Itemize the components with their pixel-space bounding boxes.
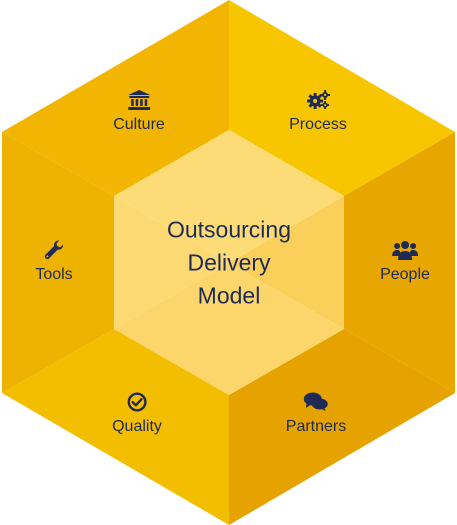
face-bottom-left bbox=[2, 329, 229, 525]
segment-label-tools: Tools bbox=[35, 266, 73, 283]
segment-culture: Culture bbox=[113, 90, 165, 134]
face-top-right bbox=[229, 0, 455, 196]
face-top-left bbox=[2, 0, 229, 196]
face-right bbox=[344, 132, 455, 393]
segment-process: Process bbox=[289, 90, 347, 134]
segment-label-quality: Quality bbox=[112, 418, 162, 435]
segment-label-process: Process bbox=[289, 116, 347, 133]
comments-icon bbox=[304, 392, 328, 411]
center-title-line-1: Outsourcing bbox=[166, 216, 291, 243]
check-circle-icon bbox=[127, 392, 147, 412]
center-face-left bbox=[114, 196, 229, 329]
face-bottom-right bbox=[229, 329, 455, 525]
segment-partners: Partners bbox=[286, 392, 346, 436]
segment-quality: Quality bbox=[112, 392, 162, 436]
segment-people: People bbox=[380, 240, 430, 284]
center-face-top bbox=[114, 130, 344, 263]
face-left bbox=[2, 132, 114, 393]
segment-label-people: People bbox=[380, 266, 430, 283]
center-title: Outsourcing Delivery Model bbox=[119, 214, 339, 313]
center-face-right bbox=[229, 196, 344, 329]
segment-tools: Tools bbox=[35, 240, 73, 284]
users-icon bbox=[391, 241, 418, 260]
gears-icon bbox=[306, 90, 330, 109]
center-title-line-3: Model bbox=[197, 282, 261, 309]
segment-label-culture: Culture bbox=[113, 116, 165, 133]
bank-icon bbox=[127, 90, 150, 110]
wrench-icon bbox=[44, 240, 63, 259]
center-title-line-2: Delivery bbox=[187, 249, 271, 276]
segment-label-partners: Partners bbox=[285, 418, 347, 435]
